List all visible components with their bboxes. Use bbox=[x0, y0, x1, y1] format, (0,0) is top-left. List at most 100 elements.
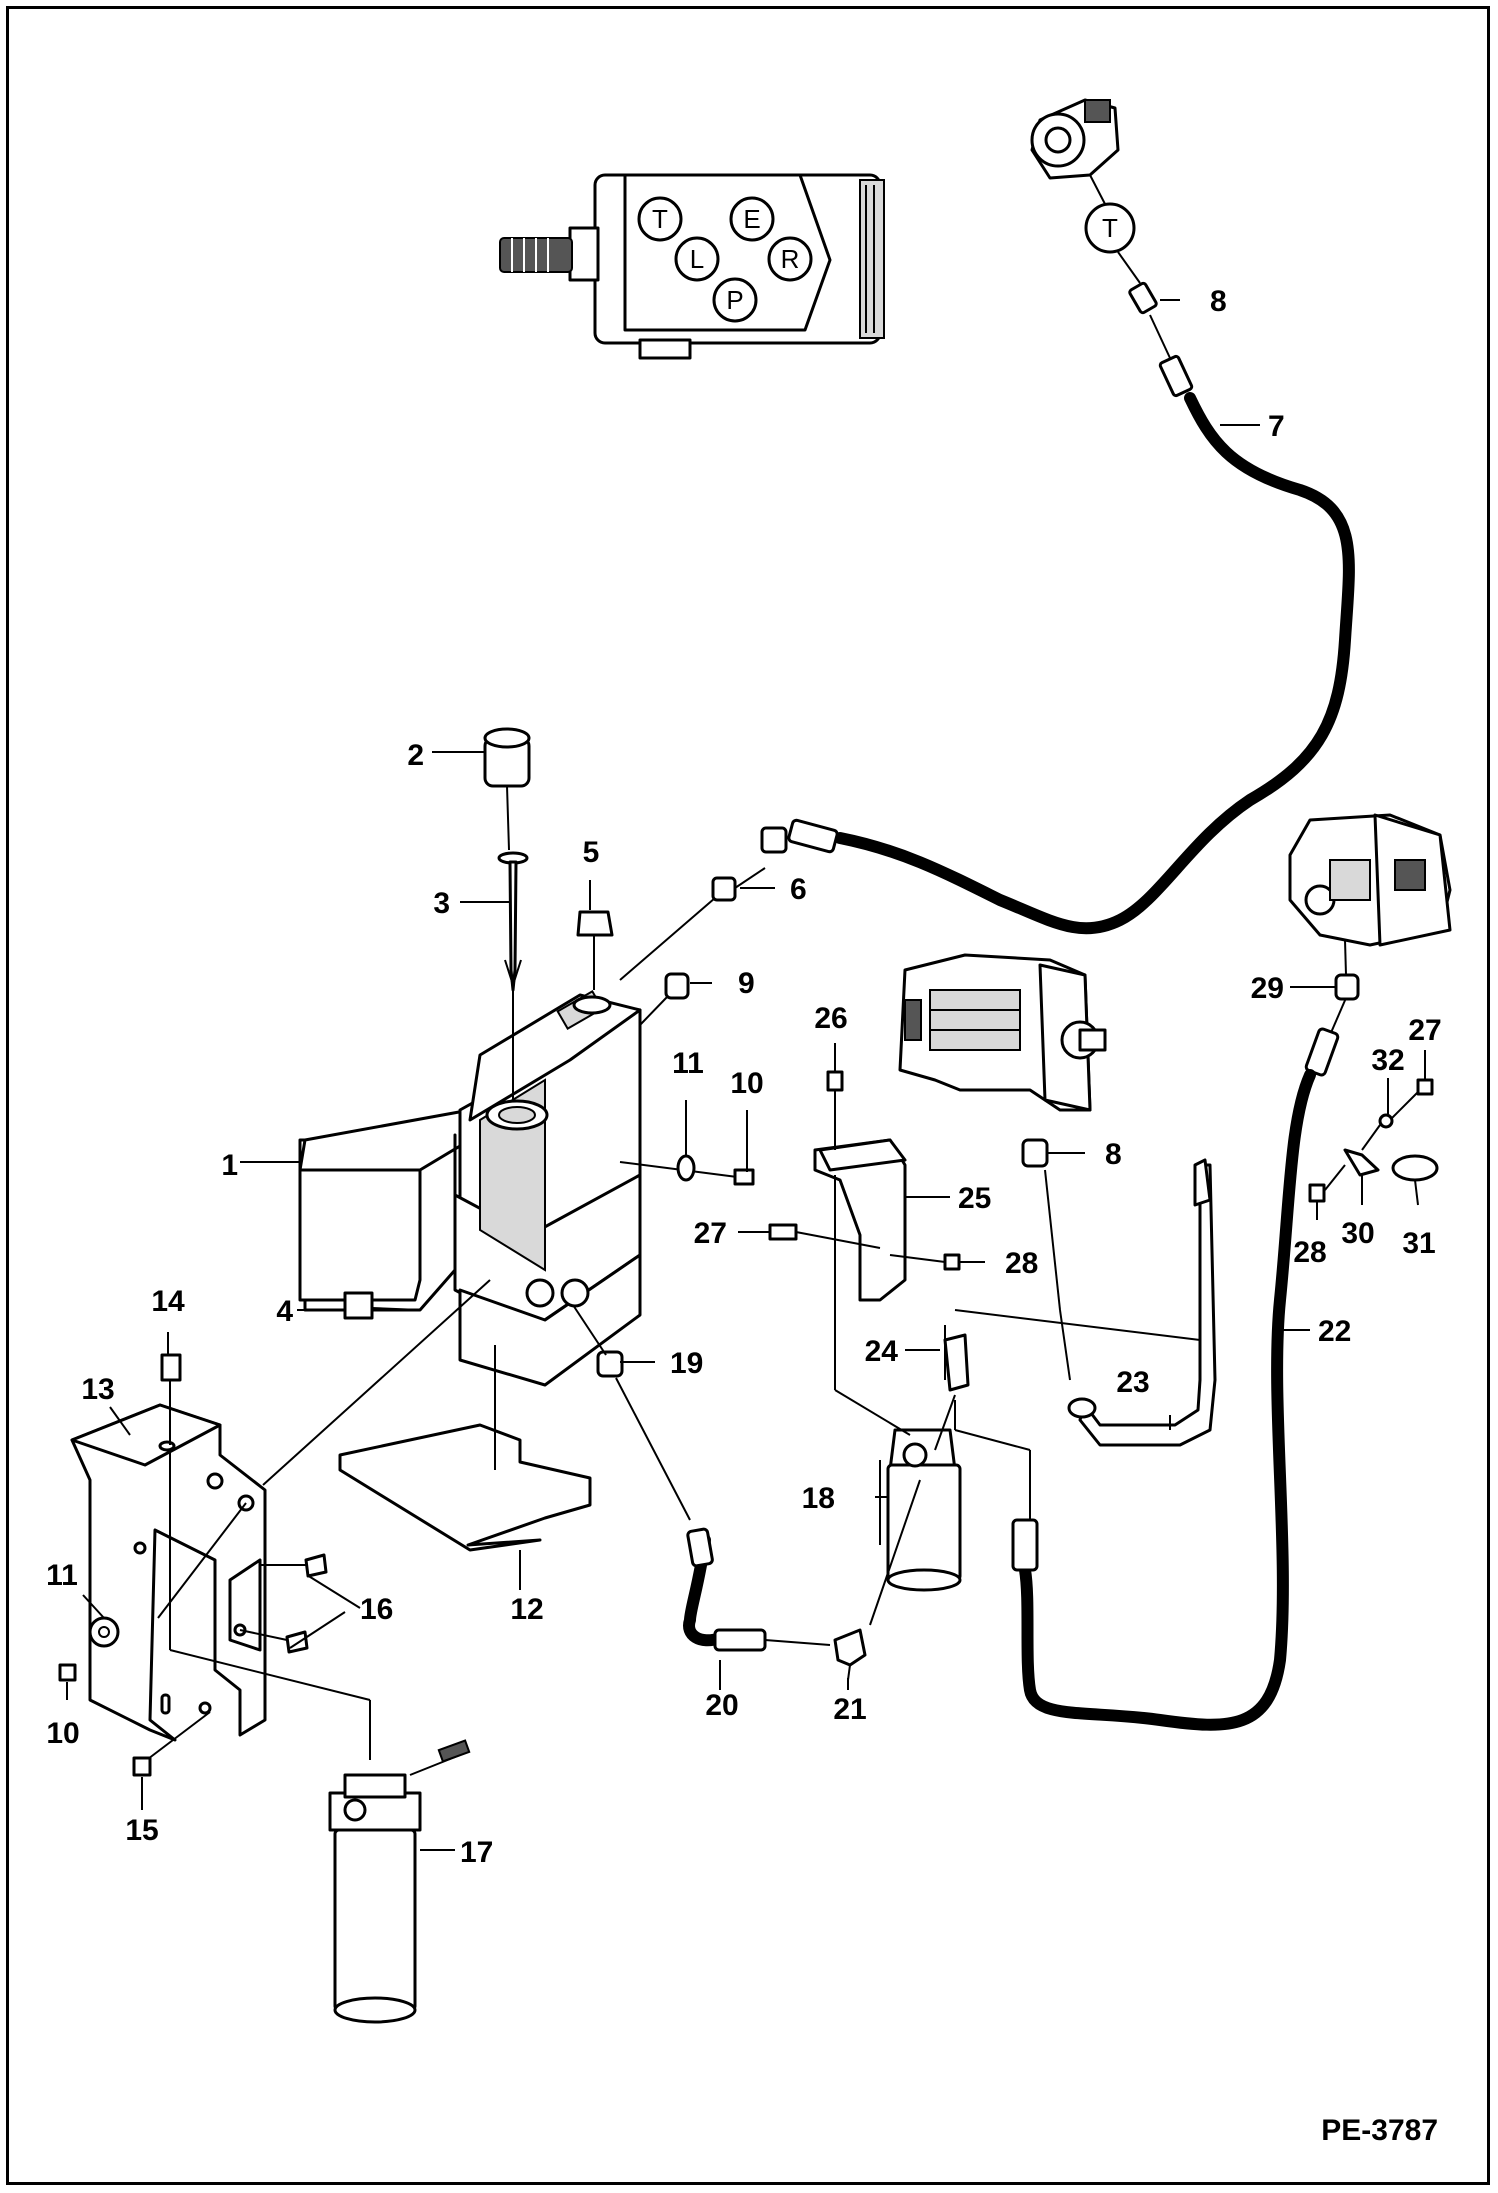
pump-port-label: T bbox=[1102, 213, 1118, 243]
hydraulic-tank bbox=[298, 989, 642, 1387]
callout-31: 31 bbox=[1402, 1227, 1435, 1260]
bolt-27-right bbox=[1416, 1078, 1434, 1096]
tee-24 bbox=[943, 1333, 970, 1392]
leader-lines bbox=[66, 299, 1426, 1851]
callout-12: 12 bbox=[510, 1593, 543, 1626]
bolt-27-center bbox=[768, 1223, 798, 1241]
callout-18: 18 bbox=[802, 1482, 835, 1515]
washer-11-bracket bbox=[88, 1616, 120, 1648]
port-t-label: T bbox=[652, 204, 668, 234]
clip-16-a bbox=[304, 1553, 328, 1578]
hose-22-bottom-end bbox=[1011, 1518, 1039, 1572]
center-pump bbox=[898, 953, 1107, 1112]
fitting-6 bbox=[711, 876, 737, 902]
callout-23: 23 bbox=[1116, 1366, 1149, 1399]
fitting-19 bbox=[596, 1350, 624, 1378]
callout-11-tank: 11 bbox=[672, 1047, 704, 1080]
callout-10-bracket: 10 bbox=[46, 1717, 79, 1750]
port-r-label: R bbox=[781, 244, 800, 274]
fitting-29 bbox=[1334, 973, 1360, 1001]
hose-7 bbox=[834, 392, 1355, 935]
callout-10-tank: 10 bbox=[730, 1067, 763, 1100]
nut-28-center bbox=[943, 1253, 961, 1271]
callout-26: 26 bbox=[814, 1002, 847, 1035]
bolt-10-bracket bbox=[58, 1663, 77, 1682]
callout-32: 32 bbox=[1371, 1044, 1404, 1077]
port-e-circle bbox=[729, 196, 775, 242]
port-e-label: E bbox=[743, 204, 760, 234]
nut-28-right bbox=[1308, 1183, 1326, 1203]
callout-17: 17 bbox=[460, 1836, 493, 1869]
callout-8-center: 8 bbox=[1105, 1138, 1122, 1171]
callout-20: 20 bbox=[705, 1689, 738, 1722]
hose-7-lower-fitting bbox=[760, 826, 788, 854]
clamp-31 bbox=[1391, 1154, 1439, 1182]
hose-7-end bbox=[1158, 354, 1194, 398]
hose-20-fitting bbox=[713, 1628, 767, 1652]
bolt-10-tank bbox=[733, 1168, 755, 1186]
filter-17 bbox=[328, 1739, 471, 2024]
plug-5 bbox=[576, 910, 614, 937]
filter-18 bbox=[886, 1428, 962, 1592]
dipstick bbox=[508, 860, 518, 992]
callout-21: 21 bbox=[833, 1693, 866, 1726]
filler-cap bbox=[483, 727, 531, 788]
bolt-26 bbox=[826, 1070, 844, 1092]
hose-22 bbox=[1019, 1069, 1316, 1731]
callout-24: 24 bbox=[865, 1335, 899, 1368]
port-l-label: L bbox=[690, 244, 704, 274]
callout-4: 4 bbox=[276, 1295, 293, 1328]
bolt-14 bbox=[160, 1353, 182, 1382]
clamp-30 bbox=[1343, 1148, 1380, 1177]
washer-32 bbox=[1378, 1113, 1394, 1129]
callout-8-top: 8 bbox=[1210, 285, 1227, 318]
tube-23 bbox=[1078, 1163, 1217, 1447]
callout-6: 6 bbox=[790, 873, 807, 906]
steering-valve bbox=[499, 173, 885, 360]
callout-27-right: 27 bbox=[1408, 1014, 1441, 1047]
callout-9: 9 bbox=[738, 967, 755, 1000]
callout-28-center: 28 bbox=[1005, 1247, 1038, 1280]
callout-7: 7 bbox=[1268, 410, 1285, 443]
callout-19: 19 bbox=[670, 1347, 703, 1380]
callout-3: 3 bbox=[433, 887, 450, 920]
callout-30: 30 bbox=[1341, 1217, 1374, 1250]
diagram-frame bbox=[6, 6, 1490, 2185]
callout-13: 13 bbox=[81, 1373, 114, 1406]
hose-7-lower-end bbox=[787, 818, 839, 854]
callout-labels: 1 2 3 4 5 6 7 8 8 9 10 10 11 11 12 13 14… bbox=[46, 285, 1442, 1869]
port-t-circle bbox=[637, 196, 683, 242]
callout-5: 5 bbox=[583, 836, 600, 869]
callout-28-right: 28 bbox=[1293, 1236, 1326, 1269]
baffle-plate-12 bbox=[338, 1423, 592, 1552]
callout-11-bracket: 11 bbox=[46, 1559, 78, 1592]
callout-25: 25 bbox=[958, 1182, 991, 1215]
port-p-circle bbox=[712, 277, 758, 323]
clip-16-b bbox=[285, 1630, 309, 1654]
callout-27-center: 27 bbox=[694, 1217, 727, 1250]
pump-port-circle bbox=[1084, 202, 1136, 254]
callout-29: 29 bbox=[1251, 972, 1284, 1005]
right-pump bbox=[1288, 813, 1452, 947]
hose-22-top-end bbox=[1304, 1027, 1340, 1077]
callout-1: 1 bbox=[221, 1149, 238, 1182]
drawing-code: PE-3787 bbox=[1321, 2114, 1438, 2147]
mount-bracket bbox=[70, 1403, 267, 1742]
callout-2: 2 bbox=[407, 739, 424, 772]
port-p-label: P bbox=[726, 285, 743, 315]
hose-20 bbox=[683, 1534, 726, 1647]
plug-9 bbox=[664, 972, 690, 1000]
callout-16: 16 bbox=[360, 1593, 393, 1626]
plug-4 bbox=[343, 1291, 374, 1320]
port-r-circle bbox=[767, 236, 813, 282]
fitting-8-top bbox=[1128, 281, 1158, 315]
port-circles: T E L R P bbox=[637, 196, 813, 323]
tube-23-nut bbox=[1067, 1397, 1097, 1419]
callout-22: 22 bbox=[1318, 1315, 1351, 1348]
fitting-8-center bbox=[1021, 1138, 1049, 1168]
port-l-circle bbox=[674, 236, 720, 282]
callout-15: 15 bbox=[125, 1814, 158, 1847]
elbow-21 bbox=[833, 1628, 867, 1667]
callout-14: 14 bbox=[151, 1285, 185, 1318]
